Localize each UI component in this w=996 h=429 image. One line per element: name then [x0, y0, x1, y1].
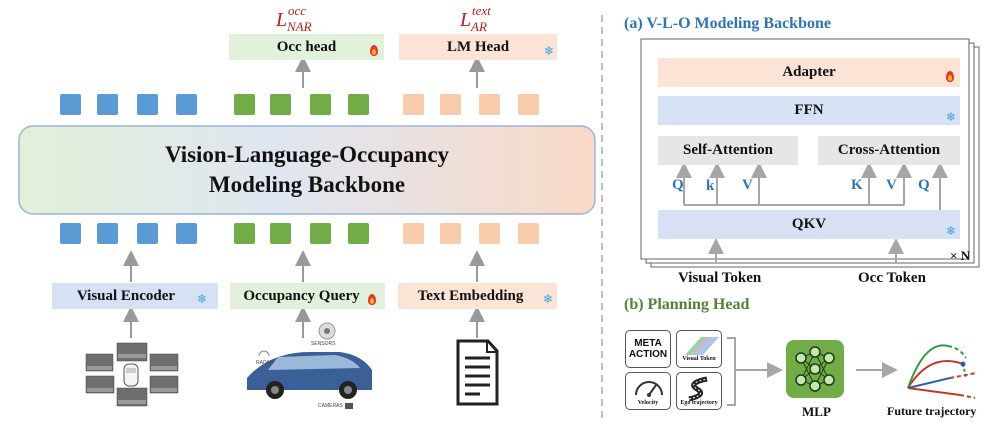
cross-attention-label: Cross-Attention: [837, 142, 941, 158]
visual-token-label: Visual Token: [678, 270, 762, 286]
visual-input-token: [97, 223, 118, 244]
v-label: V: [742, 177, 753, 193]
text-input-token: [518, 223, 539, 244]
backbone-title: Vision-Language-Occupancy Modeling Backb…: [19, 126, 595, 214]
visual-token-caption: Visual Token: [682, 356, 716, 362]
neural-network-icon: [795, 346, 835, 392]
snowflake-icon: ❄: [946, 224, 957, 238]
self-attention-block: Self-Attention: [658, 136, 798, 165]
lm-head: LM Head: [399, 34, 557, 60]
snowflake-icon: ❄: [197, 292, 208, 306]
meta-action-line1: META: [634, 338, 662, 349]
occ-output-token: [234, 94, 255, 115]
visual-input-token: [60, 223, 81, 244]
winding-road-icon: [688, 376, 708, 402]
panel-a-title: (a) V-L-O Modeling Backbone: [624, 15, 831, 32]
velocity-card: Velocity: [625, 372, 671, 410]
text-input-token: [479, 223, 500, 244]
meta-action-line2: ACTION: [628, 349, 668, 360]
lm-head-label: LM Head: [446, 38, 510, 55]
fire-icon: [370, 45, 378, 56]
meta-action-card: META ACTION: [625, 330, 671, 368]
cameras-label: CAMERAS: [318, 403, 343, 409]
visual-encoder-label: Visual Encoder: [76, 287, 176, 304]
occ-head-label: Occ head: [276, 38, 337, 55]
qkv-label: QKV: [791, 216, 827, 232]
speedometer-icon: [635, 381, 663, 397]
text-output-token: [518, 94, 539, 115]
occ-input-token: [270, 223, 291, 244]
self-attention-label: Self-Attention: [683, 142, 773, 158]
visual-output-token: [137, 94, 158, 115]
fire-icon: [368, 294, 376, 305]
ego-trajectory-caption: Ego trajectory: [680, 400, 718, 406]
adapter-label: Adapter: [782, 64, 836, 80]
sensors-label: SENSORS: [311, 341, 336, 347]
occ-output-token: [348, 94, 369, 115]
v-label: V: [886, 177, 897, 193]
text-input-token: [440, 223, 461, 244]
k-label: K: [851, 177, 863, 193]
visual-output-token: [176, 94, 197, 115]
fire-icon: [946, 71, 954, 82]
occ-input-token: [234, 223, 255, 244]
q-label: Q: [918, 177, 930, 193]
repeat-label: × N: [950, 248, 971, 263]
backbone-title-line1: Vision-Language-Occupancy: [164, 142, 450, 167]
visual-output-token: [60, 94, 81, 115]
text-output-token: [440, 94, 461, 115]
panel-b-title: (b) Planning Head: [624, 296, 750, 313]
visual-encoder: Visual Encoder: [52, 283, 218, 309]
occ-token-label: Occ Token: [858, 270, 926, 286]
text-embedding: Text Embedding: [398, 283, 557, 309]
occ-loss-label: L occ NAR: [276, 3, 312, 34]
occ-output-token: [270, 94, 291, 115]
mlp-block: [786, 340, 844, 398]
velocity-caption: Velocity: [637, 400, 659, 406]
backbone-box: [18, 125, 596, 215]
text-embedding-label: Text Embedding: [417, 287, 524, 304]
stacked-tokens-icon: [685, 337, 719, 355]
text-output-token: [403, 94, 424, 115]
occ-input-token: [310, 223, 331, 244]
backbone-title-line2: Modeling Backbone: [208, 172, 406, 197]
ego-trajectory-card: Ego trajectory: [676, 372, 722, 410]
adapter-block: Adapter: [658, 58, 960, 87]
occupancy-query: Occupancy Query: [230, 283, 385, 309]
future-trajectory-graphic: [907, 344, 977, 399]
snowflake-icon: ❄: [544, 44, 555, 58]
k-label: k: [706, 178, 715, 194]
mlp-label: MLP: [802, 404, 831, 419]
text-output-token: [479, 94, 500, 115]
visual-input-token: [176, 223, 197, 244]
occ-output-token: [310, 94, 331, 115]
cross-attention-block: Cross-Attention: [818, 136, 960, 165]
occ-head: Occ head: [229, 34, 384, 60]
q-label: Q: [672, 177, 684, 193]
snowflake-icon: ❄: [543, 292, 554, 306]
ffn-label: FFN: [794, 102, 824, 118]
ffn-block: FFN: [658, 96, 960, 125]
visual-output-token: [97, 94, 118, 115]
qkv-block: QKV: [658, 210, 960, 239]
inputs-bracket: [727, 337, 736, 406]
occupancy-query-label: Occupancy Query: [243, 287, 360, 304]
radar-label: RADAR: [256, 360, 274, 366]
occ-input-token: [348, 223, 369, 244]
text-input-token: [403, 223, 424, 244]
text-loss-label: L text AR: [460, 3, 491, 34]
future-trajectory-label: Future trajectory: [887, 404, 977, 418]
visual-input-token: [137, 223, 158, 244]
snowflake-icon: ❄: [946, 110, 957, 124]
visual-token-card: Visual Token: [676, 330, 722, 368]
